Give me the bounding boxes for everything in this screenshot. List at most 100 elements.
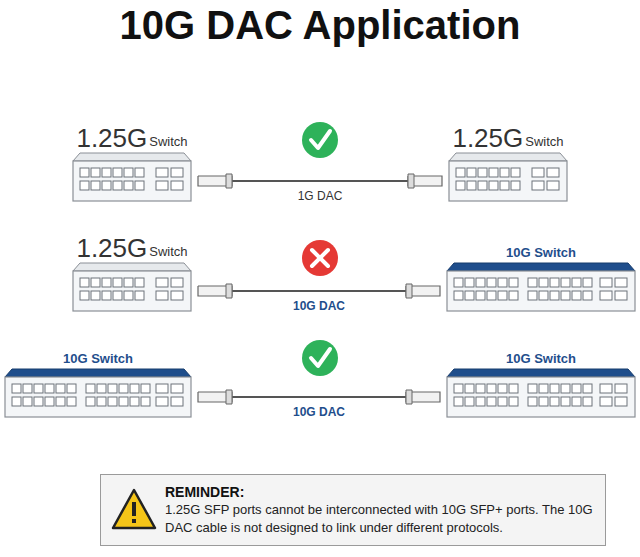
rj45-port [91,168,100,177]
rj45-port [91,278,100,287]
rj45-port [478,168,487,177]
rj45-port [102,278,111,287]
rj45-port [141,397,150,406]
rj45-port [498,397,507,406]
rj45-port [498,384,507,393]
warning-icon [111,488,157,530]
rj45-port [124,181,133,190]
rj45-port [67,384,76,393]
sfp-port [171,181,183,190]
sfp-port [547,181,559,190]
plug-boot [406,390,412,404]
sfp-port [600,291,612,300]
switch-label: 1.25G [76,234,147,262]
switch-top [73,153,191,161]
rj45-port [500,168,509,177]
rj45-port [34,384,43,393]
rj45-port [67,397,76,406]
rj45-port [561,291,570,300]
sfp-port [600,397,612,406]
rj45-port [113,181,122,190]
switch-front [5,377,191,417]
switch-node: 1.25GSwitch [448,124,568,202]
rj45-port [550,384,559,393]
cross-icon [302,240,338,276]
rj45-port [124,291,133,300]
rj45-port [124,278,133,287]
plug-boot [226,390,232,404]
diagram-title: 10G DAC Application [0,0,640,50]
rj45-port [476,397,485,406]
plug-boot [406,284,412,298]
rj45-port [528,278,537,287]
rj45-port [12,384,21,393]
rj45-port [572,291,581,300]
switch-top [447,263,635,271]
switch-front [447,271,635,311]
rj45-port [12,397,21,406]
rj45-port [80,168,89,177]
rj45-port [465,291,474,300]
switch-label: 10G Switch [63,350,133,368]
switch-top [449,153,567,161]
rj45-port [487,291,496,300]
sfp-port [156,278,168,287]
rj45-port [550,397,559,406]
rj45-port [550,278,559,287]
rj45-port [135,291,144,300]
rj45-port [561,278,570,287]
rj45-port [509,278,518,287]
rj45-port [56,384,65,393]
rj45-port [141,384,150,393]
switch-node: 10G Switch [4,340,192,418]
switch-body [446,262,636,312]
warning-mark [132,502,136,516]
switch-drawing [72,262,192,312]
rj45-port [45,397,54,406]
rj45-port [583,384,592,393]
rj45-port [130,397,139,406]
sfp-port [171,397,183,406]
sfp-port [547,168,559,177]
dac-cable [198,174,442,188]
rj45-port [478,181,487,190]
switch-body [446,368,636,418]
rj45-port [467,168,476,177]
rj45-port [476,278,485,287]
rj45-port [511,181,520,190]
plug-boot [408,174,414,188]
rj45-port [583,397,592,406]
rj45-port [528,384,537,393]
rj45-port [476,291,485,300]
rj45-port [500,181,509,190]
sfp-port [615,397,627,406]
sfp-port [171,291,183,300]
rj45-port [489,168,498,177]
rj45-port [561,384,570,393]
sfp-port [171,278,183,287]
switch-node: 1.25GSwitch [72,124,192,202]
rj45-port [456,168,465,177]
rj45-port [509,397,518,406]
sfp-port [171,384,183,393]
plug-boot [226,174,232,188]
switch-label-row: 1.25GSwitch [448,124,568,152]
rj45-port [511,168,520,177]
rj45-port [124,168,133,177]
rj45-port [539,384,548,393]
rj45-port [454,384,463,393]
switch-label-row: 1.25GSwitch [72,124,192,152]
cable-label: 10G DAC [290,405,348,419]
rj45-port [102,291,111,300]
rj45-port [130,384,139,393]
switch-drawing [4,368,192,418]
rj45-port [86,397,95,406]
cable-label: 1G DAC [295,189,346,203]
rj45-port [539,291,548,300]
rj45-port [113,278,122,287]
rj45-port [465,397,474,406]
switch-label-row: 10G Switch [446,234,636,262]
dac-cable [198,284,440,298]
rj45-port [454,278,463,287]
switch-label-row: 10G Switch [4,340,192,368]
